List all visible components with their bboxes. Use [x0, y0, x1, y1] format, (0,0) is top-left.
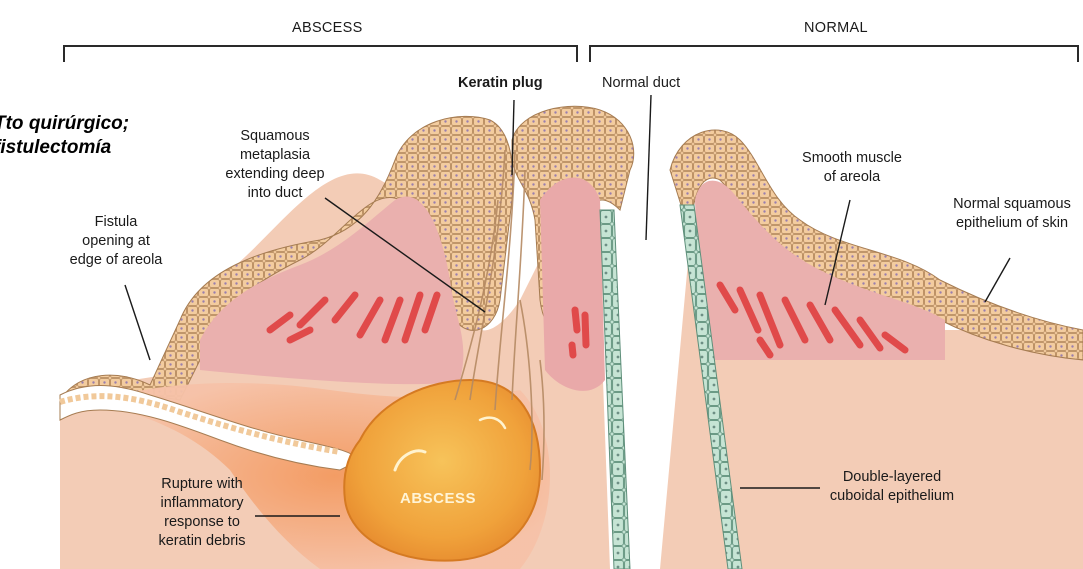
surgical-note: Tto quirúrgico; fistulectomía — [0, 112, 129, 160]
middle-dermis — [540, 178, 605, 391]
fistula-leader — [125, 285, 150, 360]
squamous-metaplasia-label: Squamous metaplasia extending deep into … — [214, 127, 336, 203]
normal-squamous-leader — [985, 258, 1010, 302]
double-layered-label: Double-layered cuboidal epithelium — [812, 468, 972, 506]
keratin-plug-label: Keratin plug — [458, 74, 543, 93]
normal-duct-label: Normal duct — [602, 74, 680, 93]
abscess-header: ABSCESS — [292, 20, 363, 36]
abscess-label: ABSCESS — [400, 490, 476, 507]
abscess-bracket — [64, 46, 577, 62]
normal-squamous-label: Normal squamous epithelium of skin — [937, 195, 1083, 233]
normal-duct-leader — [646, 95, 651, 240]
smooth-muscle-label: Smooth muscle of areola — [792, 149, 912, 187]
normal-header: NORMAL — [804, 20, 868, 36]
normal-bracket — [590, 46, 1078, 62]
rupture-label: Rupture with inflammatory response to ke… — [142, 475, 262, 551]
fistula-opening-label: Fistula opening at edge of areola — [56, 213, 176, 270]
